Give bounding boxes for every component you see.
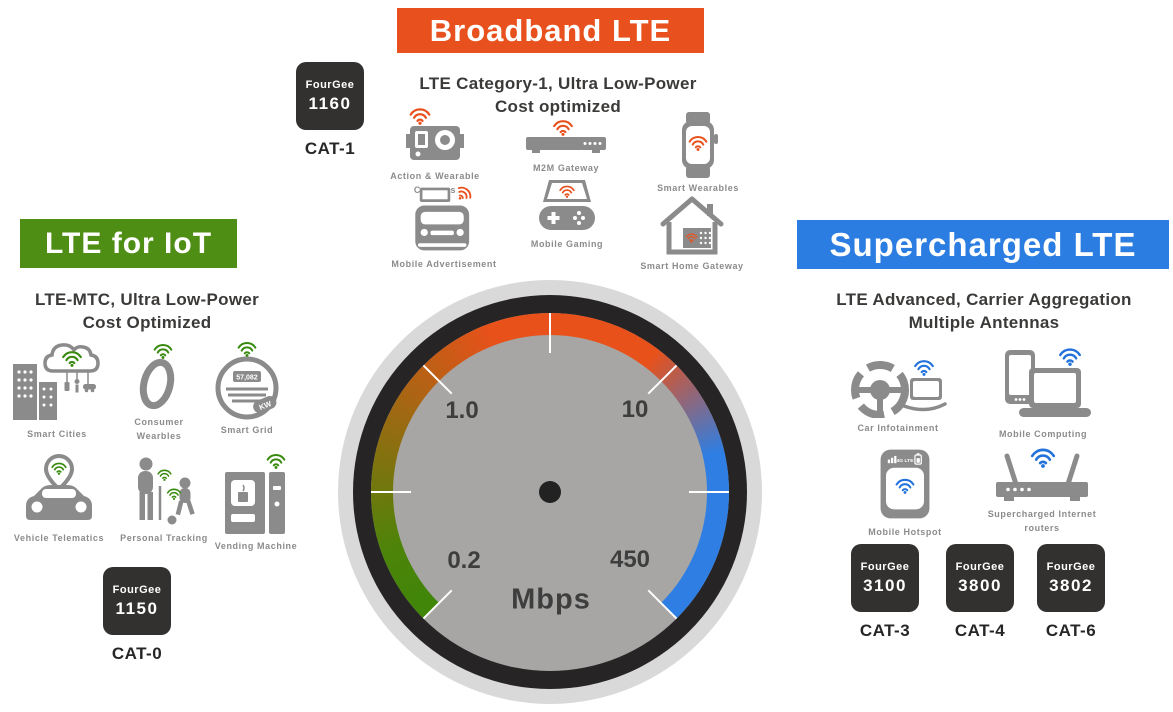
car-pin-icon (26, 454, 92, 520)
iot-subtitle-line2: Cost Optimized (82, 312, 212, 332)
chip-cat4: FourGee 3800 CAT-4 (946, 544, 1014, 641)
broadband-title: Broadband LTE (429, 12, 672, 48)
chip-cat6: FourGee 3802 CAT-6 (1037, 544, 1105, 641)
gauge-unit-label: Mbps (511, 583, 591, 616)
iot-title: LTE for IoT (44, 226, 213, 260)
chip-cat0: FourGee 1150 CAT-0 (103, 567, 171, 664)
gauge-label-0-2: 0.2 (447, 547, 481, 574)
smart-home-icon (660, 196, 724, 255)
camera-icon (406, 108, 464, 160)
card-label: Mobile Hotspot (868, 527, 942, 537)
broadband-subtitle-line1: LTE Category-1, Ultra Low-Power (419, 74, 697, 93)
cat1-label: CAT-1 (304, 139, 356, 158)
chip-cat3: FourGee 3100 CAT-3 (851, 544, 919, 641)
card-mobile-gaming: Mobile Gaming (512, 180, 622, 252)
card-label: Vehicle Telematics (13, 533, 105, 543)
card-label: Mobile Computing (998, 429, 1088, 439)
cat6-label: CAT-6 (1045, 621, 1097, 640)
fourgee-1150-chip: FourGee 1150 (103, 567, 171, 635)
meter-reading: 57,082 (236, 375, 258, 382)
mobile-computing-icon (1005, 348, 1091, 417)
chip-model: 3100 (863, 575, 907, 595)
card-vending-machine: Vending Machine (206, 452, 306, 554)
mobile-hotspot-icon: 4G LTE (880, 449, 930, 519)
broadband-subtitle-line2: Cost optimized (494, 96, 622, 116)
chip-model: 1160 (308, 93, 352, 113)
smartwatch-icon (682, 112, 718, 178)
chip-model: 3800 (958, 575, 1002, 595)
supercharged-subtitle-line1: LTE Advanced, Carrier Aggregation (836, 290, 1132, 309)
speed-gauge: 1.0 10 0.2 450 Mbps (338, 280, 762, 704)
gauge-tick-right (689, 491, 729, 493)
iot-banner: LTE for IoT (20, 219, 237, 268)
chip-brand: FourGee (112, 583, 162, 596)
card-supercharged-routers: Supercharged Internet routers (974, 446, 1110, 536)
wristband-icon (139, 343, 175, 410)
card-smart-cities: Smart Cities (6, 338, 108, 442)
chip-brand: FourGee (955, 560, 1005, 573)
card-label: Mobile Gaming (530, 239, 604, 249)
card-m2m-gateway: M2M Gateway (508, 118, 624, 176)
fourgee-3800-chip: FourGee 3800 (946, 544, 1014, 612)
card-mobile-computing: Mobile Computing (978, 346, 1108, 442)
gauge-center-dot (539, 481, 561, 503)
card-car-infotainment: Car Infotainment (834, 356, 962, 436)
card-vehicle-telematics: Vehicle Telematics (6, 454, 112, 546)
supercharged-subtitle-line2: Multiple Antennas (908, 312, 1060, 332)
card-mobile-hotspot: 4G LTE Mobile Hotspot (846, 446, 964, 540)
smart-meter-icon: 57,082 KW (215, 341, 279, 420)
van-icon (415, 184, 474, 251)
card-consumer-wearbles: Consumer Wearbles (116, 342, 202, 444)
cat4-label: CAT-4 (954, 621, 1006, 640)
iot-subtitle: LTE-MTC, Ultra Low-Power Cost Optimized (6, 289, 288, 335)
gauge-label-1-0: 1.0 (445, 397, 479, 424)
card-label: Smart Wearables (657, 183, 739, 193)
game-controller-icon (539, 180, 595, 230)
person-tracking-icon (138, 457, 195, 525)
cat3-label: CAT-3 (859, 621, 911, 640)
card-smart-home-gateway: Smart Home Gateway (634, 194, 750, 274)
card-label: Vending Machine (214, 541, 298, 551)
car-infotainment-icon (851, 359, 947, 418)
chip-brand: FourGee (305, 78, 355, 91)
supercharged-title: Supercharged LTE (829, 225, 1137, 263)
chip-model: 3802 (1049, 575, 1093, 595)
card-label: Smart Cities (27, 429, 87, 439)
card-label: Consumer Wearbles (134, 417, 184, 441)
gauge-tick-top (549, 313, 551, 353)
supercharged-subtitle: LTE Advanced, Carrier Aggregation Multip… (795, 289, 1173, 335)
card-label: Smart Grid (220, 425, 274, 435)
card-label: Smart Home Gateway (640, 261, 744, 271)
card-label: M2M Gateway (532, 163, 600, 173)
cat0-label: CAT-0 (111, 644, 163, 663)
iot-subtitle-line1: LTE-MTC, Ultra Low-Power (34, 290, 260, 309)
card-label: Mobile Advertisement (391, 259, 497, 269)
card-personal-tracking: Personal Tracking (110, 456, 218, 546)
broadband-subtitle: LTE Category-1, Ultra Low-Power Cost opt… (396, 73, 720, 119)
fourgee-1160-chip: FourGee 1160 (296, 62, 364, 130)
gauge-label-450: 450 (609, 546, 651, 573)
smart-city-icon (13, 343, 100, 420)
card-smart-grid: 57,082 KW Smart Grid (200, 340, 294, 438)
card-label: Supercharged Internet routers (987, 509, 1097, 533)
hotspot-badge: 4G LTE (896, 458, 914, 464)
gateway-icon (526, 120, 606, 153)
fourgee-3100-chip: FourGee 3100 (851, 544, 919, 612)
card-label: Car Infotainment (857, 423, 939, 433)
broadband-banner: Broadband LTE (397, 8, 704, 53)
chip-brand: FourGee (860, 560, 910, 573)
card-smart-wearables: Smart Wearables (642, 112, 754, 196)
fourgee-3802-chip: FourGee 3802 (1037, 544, 1105, 612)
router-icon (996, 448, 1088, 501)
vending-machine-icon (225, 453, 286, 534)
gauge-label-10: 10 (621, 396, 649, 423)
chip-brand: FourGee (1046, 560, 1096, 573)
gauge-tick-left (371, 491, 411, 493)
card-mobile-advertisement: Mobile Advertisement (386, 184, 502, 272)
chip-cat1: FourGee 1160 CAT-1 (296, 62, 364, 159)
card-label: Personal Tracking (120, 533, 208, 543)
chip-model: 1150 (115, 598, 159, 618)
supercharged-banner: Supercharged LTE (797, 220, 1169, 269)
